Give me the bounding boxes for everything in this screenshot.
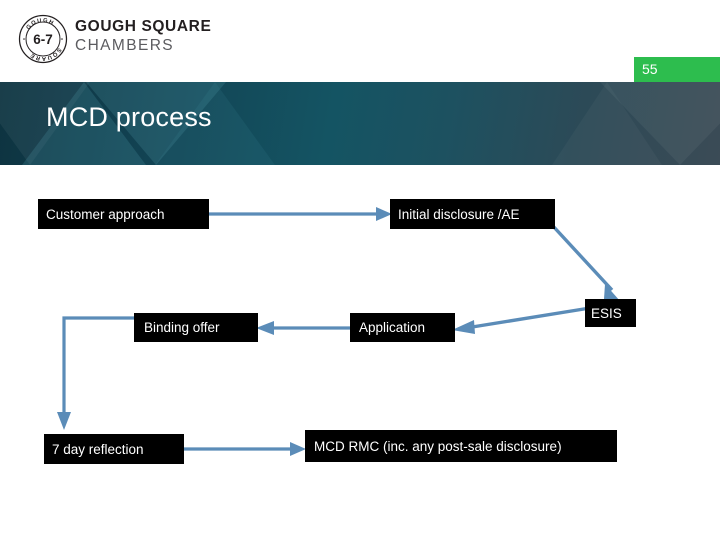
arrow-7-day-reflection-to-mcd-rmc	[182, 442, 306, 456]
slide-title-band: MCD process	[0, 82, 720, 165]
decorative-triangle-1	[0, 82, 90, 165]
brand-name-line1: GOUGH SQUARE	[75, 18, 212, 35]
flow-node-binding-offer[interactable]: Binding offer	[134, 313, 258, 342]
svg-text:6-7: 6-7	[33, 32, 53, 47]
arrow-customer-approach-to-initial-disclosure	[208, 207, 392, 221]
brand-logo: 6-7 GOUGH SQUARE GOUGH SQUARE CHAMBERS	[18, 12, 278, 68]
decorative-triangle-3	[86, 82, 226, 165]
brand-wordmark: GOUGH SQUARE CHAMBERS	[75, 17, 211, 55]
flow-node-application[interactable]: Application	[350, 313, 455, 342]
flow-node-esis[interactable]: ESIS	[585, 299, 636, 327]
flow-node-7-day-reflection[interactable]: 7 day reflection	[44, 434, 184, 464]
decorative-triangle-4	[155, 82, 275, 165]
page-title: MCD process	[46, 102, 212, 132]
flow-node-customer-approach[interactable]: Customer approach	[38, 199, 209, 229]
arrow-initial-disclosure-to-esis	[550, 223, 620, 301]
decorative-triangle-5	[600, 82, 720, 165]
arrow-application-to-binding-offer	[256, 321, 356, 335]
decorative-triangle-6	[552, 82, 662, 165]
page-number-badge: 55	[634, 57, 720, 82]
flow-node-initial-disclosure[interactable]: Initial disclosure /AE	[390, 199, 555, 229]
flow-node-mcd-rmc[interactable]: MCD RMC (inc. any post-sale disclosure)	[305, 430, 617, 462]
arrow-esis-to-application	[452, 306, 591, 334]
decorative-triangle-2	[22, 82, 146, 165]
brand-name-line2: CHAMBERS	[75, 37, 175, 54]
svg-text:SQUARE: SQUARE	[29, 47, 62, 61]
elbow-binding-offer-to-7-day-reflection	[57, 316, 138, 430]
gough-square-seal-icon: 6-7 GOUGH SQUARE	[18, 14, 68, 64]
